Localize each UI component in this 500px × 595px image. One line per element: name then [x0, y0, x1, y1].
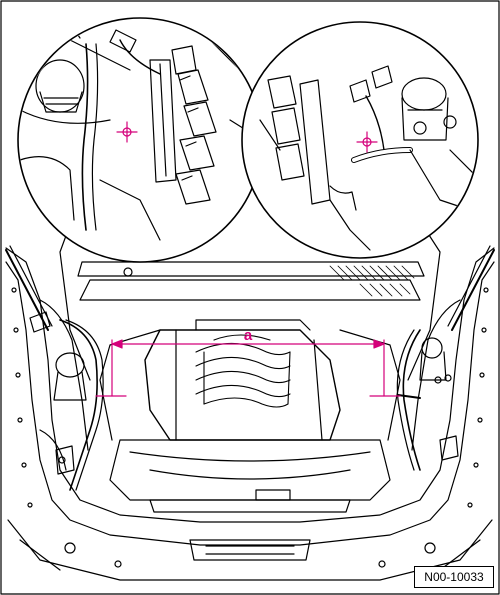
engine-bay-overview — [5, 213, 495, 581]
left-measure-point-marker — [116, 121, 138, 143]
dimension-line-a — [95, 339, 401, 397]
dimension-label-a: a — [244, 327, 253, 344]
figure-reference-number: N00-10033 — [414, 566, 494, 588]
detail-circle-right — [241, 21, 479, 259]
detail-circle-left — [17, 17, 263, 263]
right-measure-point-marker — [356, 131, 378, 153]
